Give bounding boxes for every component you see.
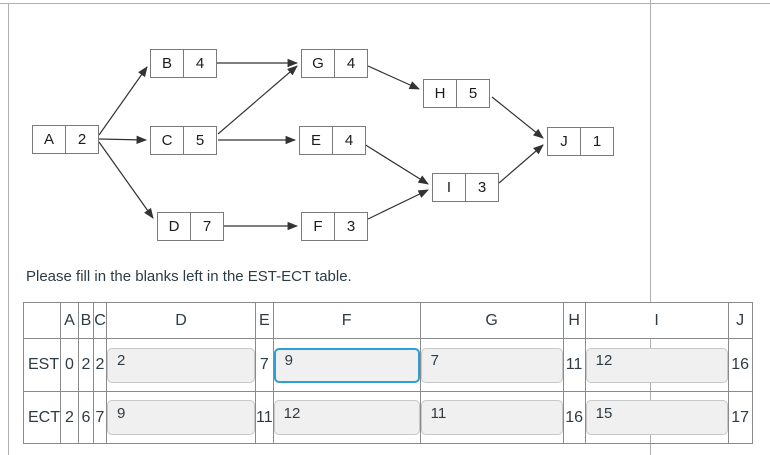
node-duration-label: 5: [468, 85, 478, 102]
est-f-cell: [272, 338, 421, 392]
node-duration-label: 5: [195, 132, 205, 149]
col-header-h: H: [562, 302, 586, 339]
ect-d-input[interactable]: [107, 400, 255, 435]
est-d-cell: [106, 338, 256, 392]
node-duration-label: 4: [195, 55, 205, 72]
node-id-label: E: [300, 127, 333, 154]
node-duration-label: 3: [477, 179, 487, 196]
dependency-arrow-a-d: [98, 141, 154, 219]
col-header-j: J: [727, 302, 753, 339]
est-a-value: 0: [60, 338, 79, 392]
node-id-label: A: [33, 126, 66, 153]
node-id-label: I: [433, 174, 466, 201]
ect-b-value: 6: [78, 391, 94, 444]
node-duration-label: 4: [344, 132, 354, 149]
node-id-label: G: [302, 50, 335, 77]
ect-h-value: 16: [562, 391, 586, 444]
node-duration-label: 7: [202, 218, 212, 235]
node-duration-label: 2: [77, 131, 87, 148]
ect-f-cell: [272, 391, 421, 444]
est-g-cell: [419, 338, 564, 392]
ect-j-value: 17: [727, 391, 753, 444]
node-id-label: J: [548, 128, 581, 155]
ect-f-input[interactable]: [274, 400, 420, 435]
col-header-a: A: [60, 302, 79, 339]
dependency-arrow-i-j: [498, 144, 544, 184]
col-header-d: D: [106, 302, 256, 339]
dependency-arrow-h-j: [491, 96, 544, 139]
est-g-input[interactable]: [421, 347, 563, 383]
dependency-arrow-a-b: [98, 66, 148, 136]
dependency-arrow-f-i: [367, 189, 429, 220]
ect-i-input[interactable]: [586, 400, 728, 435]
ect-c-value: 7: [93, 391, 107, 444]
col-header-c: C: [93, 302, 107, 339]
row-label-ect: ECT: [23, 391, 61, 444]
content-column-divider: [650, 0, 651, 455]
est-i-cell: [584, 338, 729, 392]
ect-a-value: 2: [60, 391, 79, 444]
est-j-value: 16: [727, 338, 753, 392]
node-id-label: C: [151, 127, 184, 154]
node-id-label: H: [424, 80, 457, 107]
dependency-arrow-c-g: [217, 65, 298, 135]
dependency-arrow-e-i: [363, 143, 429, 185]
ect-d-cell: [106, 391, 256, 444]
node-id-label: F: [302, 213, 335, 240]
est-ect-table: ABCDEFGHIJEST02271116ECT267111617: [23, 302, 753, 444]
est-d-input[interactable]: [107, 347, 255, 383]
node-id-label: B: [151, 50, 184, 77]
page-left-border: [8, 3, 9, 455]
col-header-i: I: [584, 302, 729, 339]
col-header-g: G: [419, 302, 564, 339]
question-prompt: Please fill in the blanks left in the ES…: [26, 268, 352, 285]
col-header-e: E: [255, 302, 274, 339]
node-id-label: D: [158, 213, 191, 240]
table-corner-cell: [23, 302, 61, 339]
row-label-est: EST: [23, 338, 61, 392]
est-b-value: 2: [78, 338, 94, 392]
est-h-value: 11: [562, 338, 586, 392]
node-duration-label: 3: [346, 218, 356, 235]
page-top-border: [0, 3, 770, 4]
col-header-f: F: [272, 302, 421, 339]
est-f-input[interactable]: [274, 347, 420, 383]
node-duration-label: 4: [346, 55, 356, 72]
ect-g-cell: [419, 391, 564, 444]
ect-g-input[interactable]: [421, 400, 563, 435]
activity-network-edges: [98, 58, 544, 231]
ect-e-value: 11: [255, 391, 274, 444]
dependency-arrow-g-h: [367, 65, 420, 90]
ect-i-cell: [584, 391, 729, 444]
est-c-value: 2: [93, 338, 107, 392]
node-duration-label: 1: [592, 133, 602, 150]
est-e-value: 7: [255, 338, 274, 392]
col-header-b: B: [78, 302, 94, 339]
dependency-arrow-a-c: [98, 135, 148, 144]
est-i-input[interactable]: [586, 347, 728, 383]
